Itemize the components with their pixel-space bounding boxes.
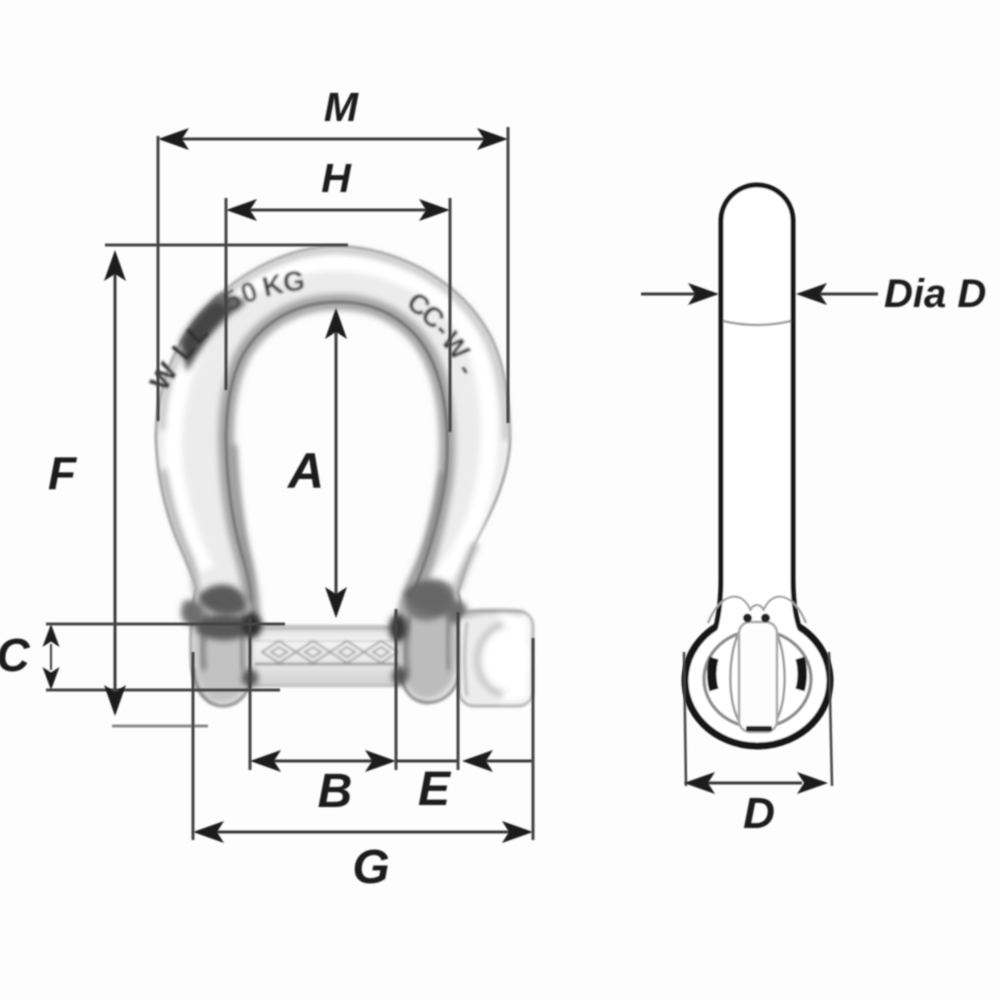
svg-text:G: G — [352, 841, 389, 894]
svg-text:A: A — [286, 443, 324, 499]
svg-text:C: C — [0, 629, 30, 681]
svg-text:Dia D: Dia D — [884, 272, 986, 316]
svg-text:M: M — [324, 84, 359, 130]
svg-text:B: B — [318, 765, 353, 818]
svg-text:H: H — [321, 155, 352, 201]
svg-text:F: F — [48, 447, 78, 499]
svg-text:E: E — [418, 763, 452, 816]
svg-text:G: G — [281, 265, 306, 298]
svg-text:D: D — [743, 789, 775, 838]
